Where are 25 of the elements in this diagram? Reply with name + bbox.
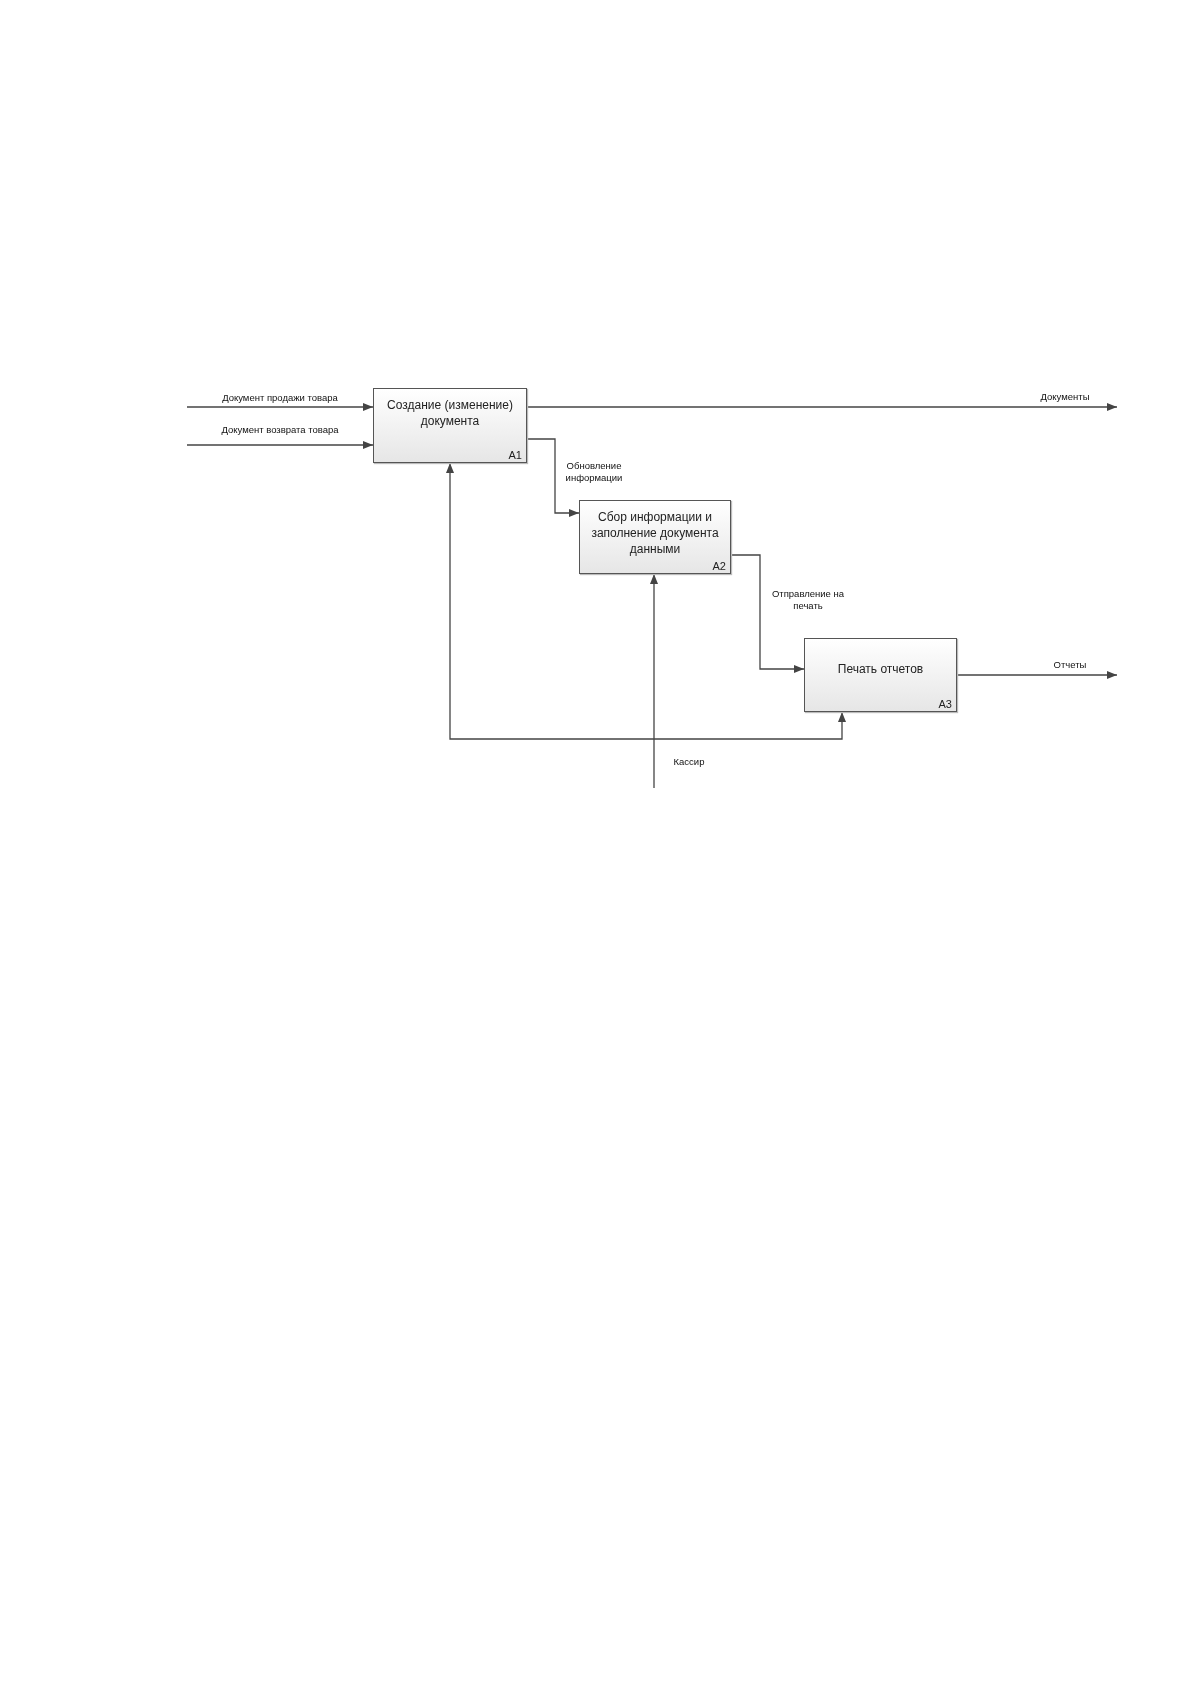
edge-label: Документ продажи товара — [221, 392, 339, 404]
arrow — [526, 403, 1118, 411]
arrow — [446, 462, 655, 740]
arrow — [186, 403, 374, 411]
arrow — [956, 671, 1118, 679]
activity-box — [804, 638, 957, 712]
arrow — [653, 711, 846, 740]
activity-code: A3 — [938, 698, 952, 710]
edge-label: Обновление информации — [564, 460, 624, 484]
edge-label: Отчеты — [1052, 659, 1088, 671]
activity-name: Сбор информации и заполнение документа данными — [590, 509, 720, 557]
arrow — [186, 441, 374, 449]
activity-box — [373, 388, 527, 463]
edge-label: Кассир — [672, 756, 706, 768]
activity-name: Создание (изменение) документа — [386, 397, 514, 429]
edge-label: Отправление на печать — [770, 588, 846, 612]
activity-box — [579, 500, 731, 574]
arrow — [526, 438, 580, 517]
arrow — [730, 554, 805, 673]
activity-code: A1 — [508, 449, 522, 461]
arrow — [650, 573, 658, 789]
edge-label: Документ возврата товара — [220, 424, 340, 436]
edge-label: Документы — [1039, 391, 1091, 403]
activity-code: A2 — [712, 560, 726, 572]
activity-name: Печать отчетов — [836, 661, 925, 677]
